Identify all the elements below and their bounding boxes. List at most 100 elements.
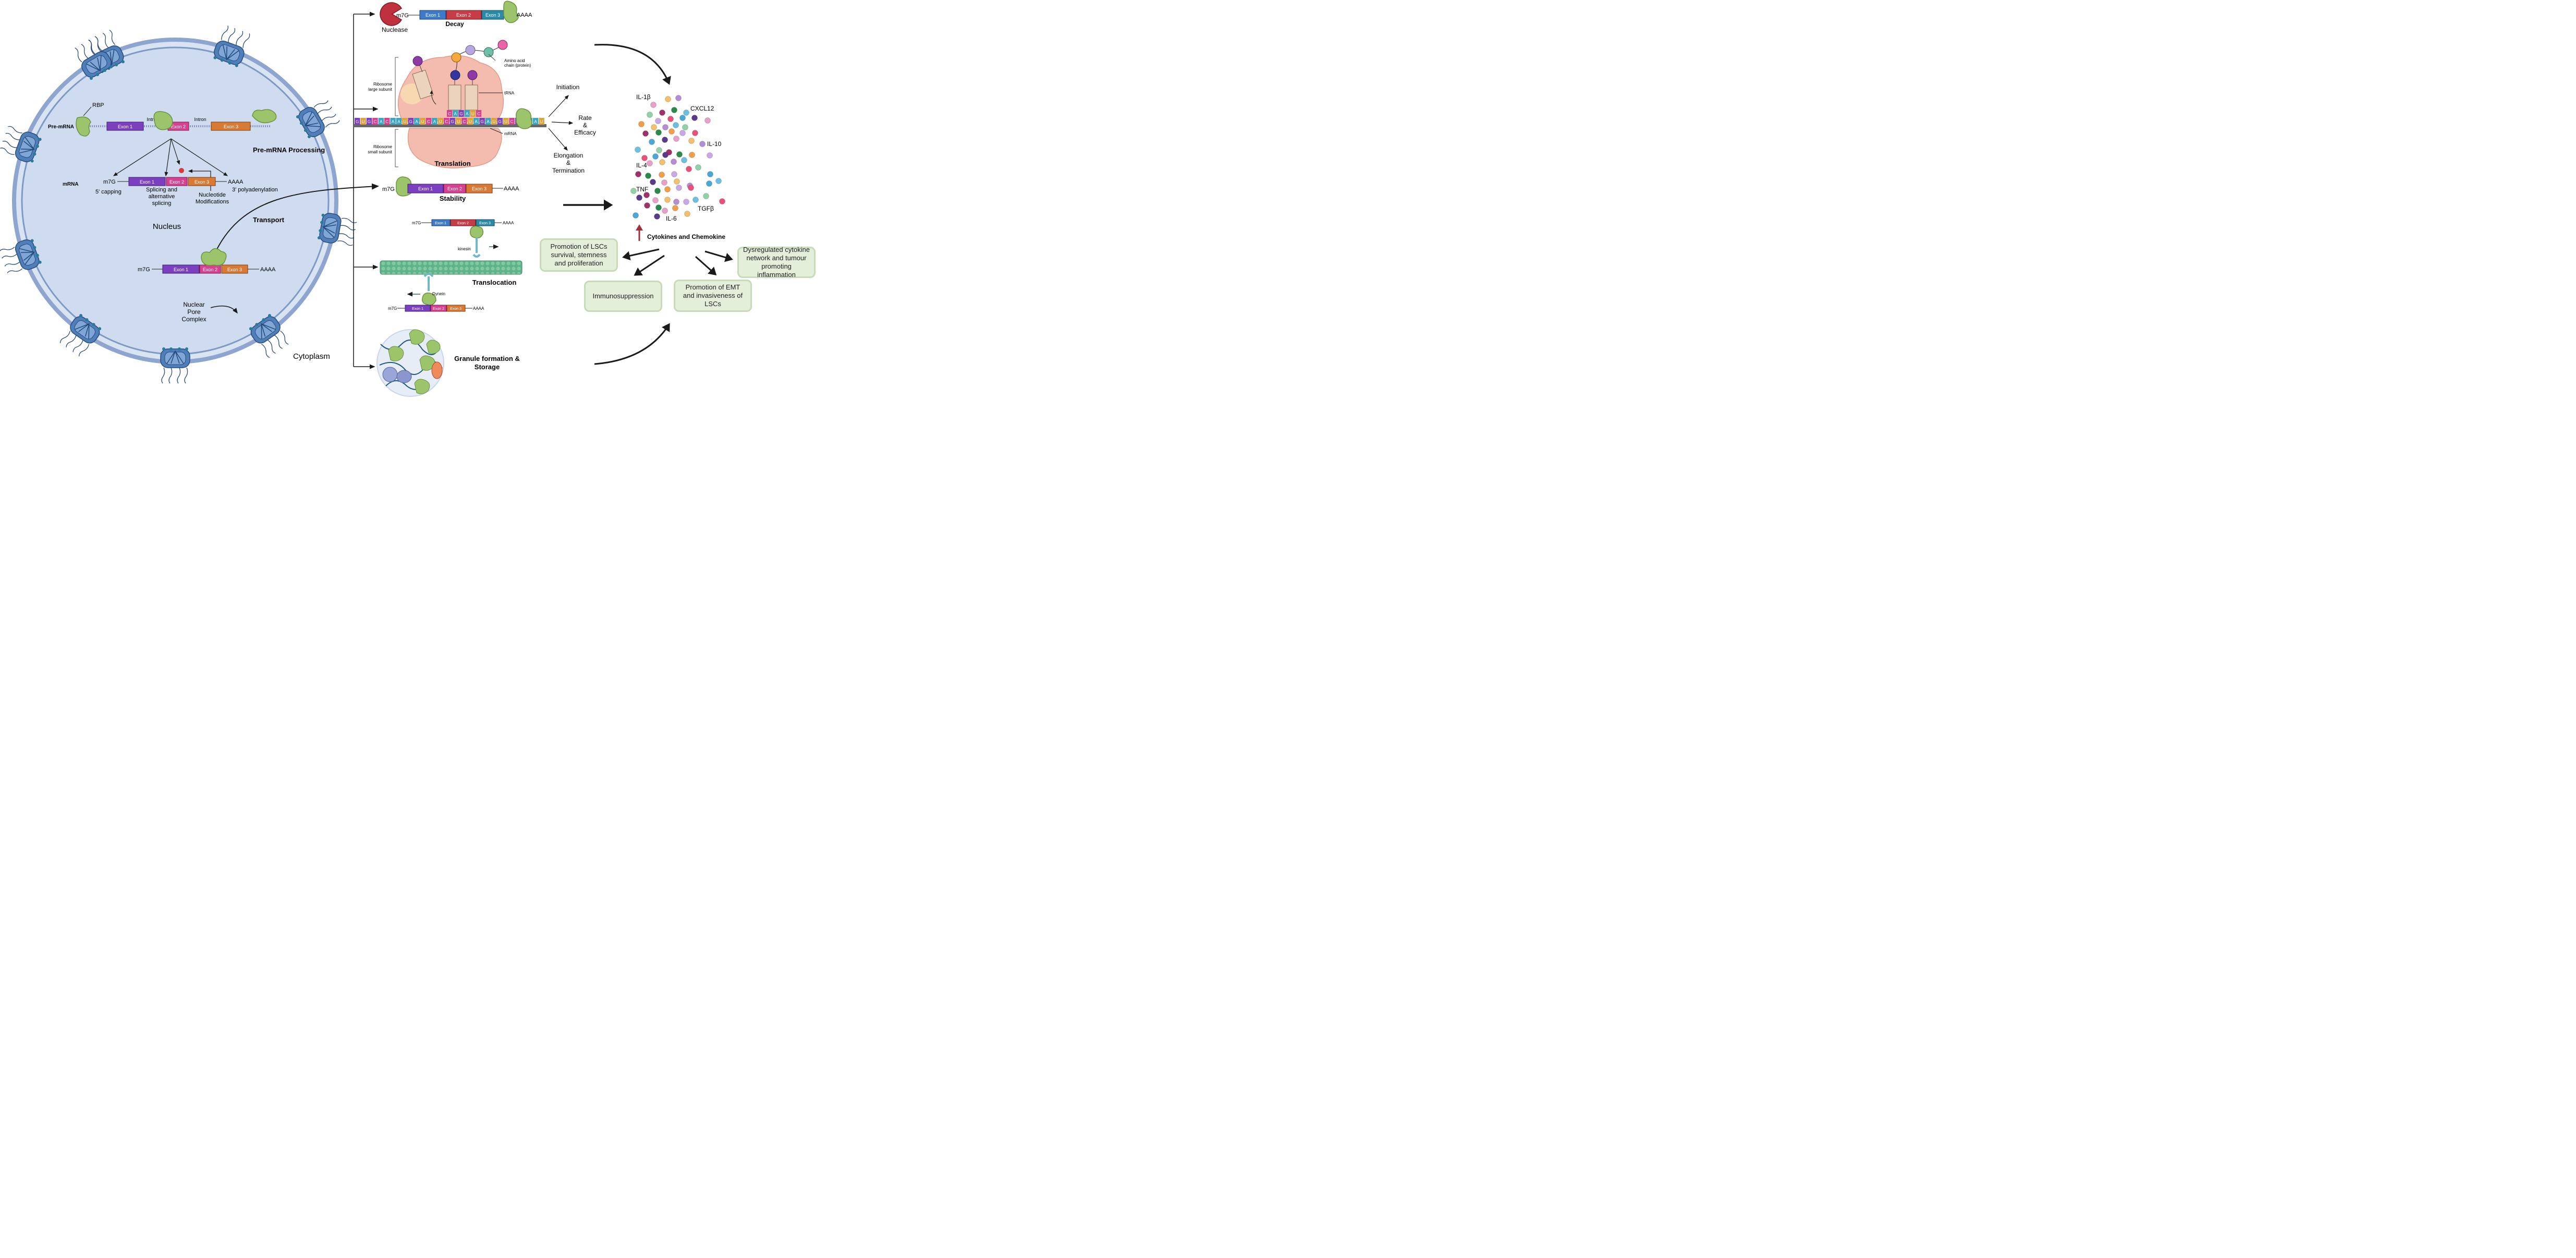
splicing-label-1: Splicing and (146, 187, 177, 193)
transport-exon2: Exon 2 (203, 267, 217, 272)
translation-title: Translation (434, 160, 470, 167)
svg-text:A: A (416, 119, 419, 124)
codon-nucleotide: C (384, 118, 390, 125)
kinesin-cargo-exon3: Exon 3 (479, 222, 491, 225)
cytokine-dot (703, 193, 709, 199)
svg-text:A: A (466, 112, 469, 116)
cytokine-dot (691, 115, 698, 121)
tgfb-label: TGFβ (698, 205, 714, 212)
svg-text:G: G (480, 119, 483, 124)
codon-nucleotide: U (539, 118, 544, 125)
cytokine-dot (633, 212, 639, 219)
mrna-exon3: Exon 3 (195, 179, 209, 185)
mrna-regulation-diagram: Exon 1 Exon 2 Exon 3 Intron Intron Pre-m… (0, 1, 733, 397)
cytokine-dot (679, 130, 686, 136)
svg-text:C: C (374, 119, 377, 124)
svg-text:G: G (451, 119, 454, 124)
svg-text:A: A (380, 119, 383, 124)
amino-acid (483, 47, 494, 57)
mature-mrna-nucleus: mRNA m7G Exon 1 Exon 2 Exon 3 AAAA 5' ca… (63, 168, 278, 207)
cytokine-dot (650, 102, 657, 108)
codon-nucleotide: U (491, 118, 497, 125)
nucleus-label: Nucleus (153, 222, 181, 231)
cytokine-dot (641, 155, 648, 161)
cytokine-dot (656, 147, 662, 153)
codon-nucleotide: U (402, 118, 408, 125)
lsc-survival-box: Promotion of LSCs survival, stemness and… (540, 238, 618, 272)
nucleotide-label-2: Modifications (196, 199, 229, 205)
cytokine-dot (647, 112, 653, 118)
svg-text:A: A (534, 119, 538, 124)
cytokine-dot (684, 211, 690, 217)
nuclear-pore (0, 126, 42, 163)
kinesin-motor (472, 237, 481, 258)
codon-nucleotide: C (372, 118, 378, 125)
amino-acid-label-1: Amino acid (504, 58, 525, 63)
amino-acid (465, 45, 476, 55)
svg-text:C: C (427, 119, 430, 124)
nuclear-pore-complexes (0, 26, 357, 384)
elongation-label-2: & (566, 159, 570, 166)
cytokine-dot (686, 166, 692, 172)
codon-nucleotide: A (414, 118, 420, 125)
dysregulated-text: Dysregulated cytokine network and tumour… (743, 246, 810, 279)
mrna-label: mRNA (63, 182, 79, 187)
cytokine-dot (719, 198, 725, 204)
cytokine-dot (682, 124, 688, 130)
cytokine-dot (692, 197, 699, 203)
tnf-label: TNF (636, 186, 648, 193)
polyadenylation-label: 3' polyadenylation (232, 187, 278, 193)
emt-text: Promotion of EMT and invasiveness of LSC… (683, 283, 743, 308)
mrna-exon2: Exon 2 (169, 179, 184, 185)
nuclear-pore (75, 36, 113, 80)
dysregulated-box: Dysregulated cytokine network and tumour… (737, 246, 816, 279)
svg-text:A: A (433, 119, 436, 124)
transport-arrow (213, 183, 379, 256)
codon-nucleotide: C (426, 118, 432, 125)
dynein-cargo-aaaa: AAAA (473, 306, 484, 311)
cytokine-dot (675, 95, 682, 101)
svg-text:G: G (409, 119, 412, 124)
il4-label: IL-4 (636, 162, 647, 169)
cytokine-dot (688, 185, 694, 191)
codon-nucleotide: C (509, 118, 515, 125)
poly-a-tail: AAAA (228, 179, 244, 185)
cytokine-dot (659, 172, 665, 178)
npc-label-1: Nuclear (183, 301, 204, 308)
decay-exon3: Exon 3 (485, 13, 500, 18)
cytokine-dot (636, 195, 642, 201)
svg-text:A: A (392, 119, 395, 124)
svg-text:A: A (454, 112, 457, 116)
transport-label: Transport (253, 216, 285, 224)
microtubule (380, 260, 523, 275)
elongation-label-3: Termination (552, 167, 585, 174)
stability-m7g: m7G (382, 186, 395, 192)
svg-text:U: U (439, 119, 442, 124)
codon-nucleotide: G (479, 118, 485, 125)
trna-p-site (448, 84, 461, 111)
cytokine-dot (662, 124, 669, 130)
decay-section: Nuclease m7G Exon 1 Exon 2 Exon 3 AAAA D… (380, 1, 532, 33)
mrna-label-translation: mRNA (504, 131, 517, 136)
cytokine-dot (651, 124, 657, 130)
npc-label-2: Pore (187, 308, 201, 316)
immunosuppression-text: Immunosuppression (592, 292, 654, 300)
il6-label: IL-6 (666, 215, 677, 222)
codon-nucleotide: C (461, 118, 467, 125)
cytokine-dot (635, 147, 641, 153)
granule-section: Granule formation & Storage (376, 329, 520, 397)
anticodon-nucleotide: U (470, 110, 476, 117)
anticodon-nucleotide: A (453, 110, 458, 117)
cytokine-dot (664, 197, 671, 203)
stability-exon1: Exon 1 (418, 186, 433, 191)
amino-acid (467, 70, 478, 80)
transport-m7g: m7G (138, 267, 150, 273)
stability-section: m7G Exon 1 Exon 2 Exon 3 AAAA Stability (382, 176, 519, 202)
cytokine-dot (673, 199, 679, 205)
translation-section: Ribosome large subunit Ribosome small su… (354, 40, 596, 174)
cytokine-dot (681, 157, 687, 163)
svg-text:G: G (499, 119, 502, 124)
cytokine-dot (655, 118, 661, 124)
codon-nucleotide: A (390, 118, 396, 125)
cytokine-dot (707, 152, 713, 159)
